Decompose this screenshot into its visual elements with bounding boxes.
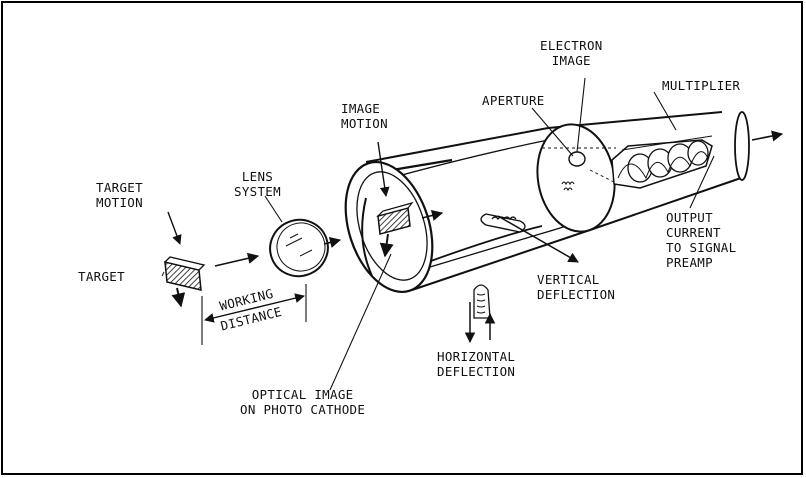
target-object — [163, 256, 206, 291]
horizontal-deflection-coil — [473, 284, 491, 319]
lens-label-pointer — [264, 195, 283, 223]
target-label: TARGET — [78, 269, 125, 284]
target-motion-label: TARGET MOTION — [96, 180, 143, 210]
optical-image-on-cathode — [375, 201, 414, 235]
electron-image-pointer — [576, 77, 586, 153]
vertical-deflection-label: VERTICAL DEFLECTION — [537, 272, 616, 302]
multiplier-pointer — [653, 91, 677, 131]
light-path-arrow — [214, 252, 260, 267]
working-distance-dimension — [201, 284, 307, 345]
lens-to-cathode-arrow — [323, 237, 342, 248]
image-motion-arrows — [377, 141, 394, 258]
target-motion-arrows — [167, 211, 186, 308]
electron-multiplier — [611, 135, 713, 189]
optical-image-pointer — [329, 253, 392, 391]
output-current-label: OUTPUT CURRENT TO SIGNAL PREAMP — [666, 210, 737, 270]
horizontal-deflection-label: HORIZONTAL DEFLECTION — [437, 349, 516, 379]
lens-system-label: LENS SYSTEM — [234, 169, 281, 199]
optical-image-label: OPTICAL IMAGE ON PHOTO CATHODE — [240, 387, 366, 417]
multiplier-label: MULTIPLIER — [662, 78, 741, 93]
cathode-arrow — [421, 210, 444, 221]
output-arrow — [751, 130, 784, 142]
aperture-label: APERTURE — [482, 93, 545, 108]
aperture-plate — [536, 123, 616, 233]
target-label-pointer — [161, 271, 165, 277]
lens-system — [269, 218, 329, 278]
aperture-pointer — [531, 107, 574, 157]
vertical-deflection-arrow — [497, 215, 579, 263]
vertical-deflection-coil — [480, 213, 526, 233]
electron-image-label: ELECTRON IMAGE — [540, 38, 603, 68]
image-motion-label: IMAGE MOTION — [341, 101, 388, 131]
output-current-pointer — [689, 155, 715, 209]
